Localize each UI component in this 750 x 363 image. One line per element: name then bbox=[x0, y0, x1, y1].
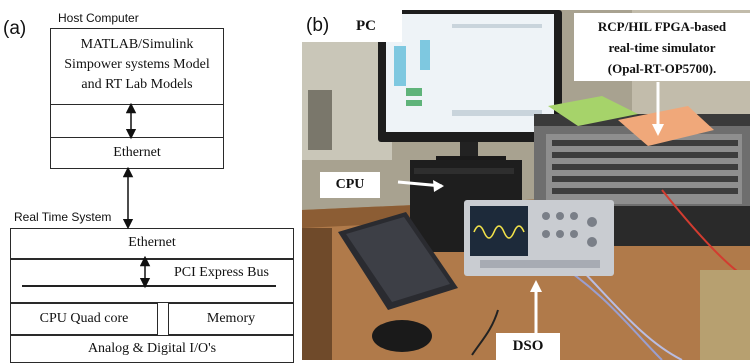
pc-label: PC bbox=[356, 18, 376, 34]
cpu-callout-label: CPU bbox=[335, 177, 365, 192]
oscilloscope-knobs bbox=[542, 212, 597, 247]
oscilloscope-buttons bbox=[480, 260, 600, 268]
diagram-arrows bbox=[122, 102, 151, 289]
mouse-cable bbox=[471, 309, 499, 356]
screen-block-2 bbox=[420, 40, 430, 70]
paper-orange bbox=[618, 106, 714, 146]
host-divider-2 bbox=[50, 137, 224, 139]
rcp-callout: RCP/HIL FPGA-based real-time simulator (… bbox=[574, 13, 750, 81]
dso-arrow-head bbox=[530, 280, 542, 292]
dso-callout-label: DSO bbox=[512, 338, 544, 354]
screen-block-1 bbox=[394, 46, 406, 86]
host-model-line-3: and RT Lab Models bbox=[81, 77, 193, 92]
host-ethernet-label: Ethernet bbox=[113, 145, 161, 160]
screen-line bbox=[452, 24, 542, 28]
memory-box bbox=[168, 303, 294, 335]
oscilloscope-screen bbox=[470, 206, 528, 256]
cpu-arrow-head bbox=[433, 180, 444, 192]
mouse bbox=[372, 320, 432, 352]
paper-green bbox=[548, 96, 638, 126]
rcp-line-2: real-time simulator bbox=[608, 40, 716, 55]
rcp-line-1: RCP/HIL FPGA-based bbox=[597, 19, 727, 34]
panel-a-label: (a) bbox=[3, 18, 27, 39]
oscilloscope-trace bbox=[473, 225, 525, 239]
rt-ethernet-box bbox=[10, 228, 294, 259]
host-model-line-2: Simpower systems Model bbox=[64, 57, 210, 72]
cpu-box bbox=[10, 303, 158, 335]
pci-bus-box bbox=[10, 259, 294, 303]
rcp-line-3: (Opal-RT-OP5700). bbox=[607, 61, 717, 76]
table-leg bbox=[302, 228, 332, 360]
io-label: Analog & Digital I/O's bbox=[87, 341, 217, 356]
pci-bus-label: PCI Express Bus bbox=[174, 265, 269, 280]
cardboard-box bbox=[700, 270, 750, 360]
shelf bbox=[308, 90, 332, 150]
host-model-line-1: MATLAB/Simulink bbox=[80, 37, 194, 52]
rcp-arrow-head bbox=[652, 124, 664, 136]
keyboard-keys bbox=[346, 217, 450, 302]
panel-b-label-box bbox=[302, 10, 402, 42]
screen-block-3 bbox=[406, 88, 422, 96]
screen-toolbar bbox=[452, 110, 542, 116]
cpu-label: CPU Quad core bbox=[39, 311, 129, 326]
host-models-text: MATLAB/Simulink Simpower systems Model a… bbox=[50, 35, 224, 95]
host-computer-box bbox=[50, 28, 224, 169]
screen-block-4 bbox=[406, 100, 422, 106]
host-computer-title: Host Computer bbox=[58, 11, 139, 25]
memory-label: Memory bbox=[206, 311, 256, 326]
real-time-system-title: Real Time System bbox=[14, 210, 112, 224]
monitor-neck bbox=[460, 142, 478, 160]
cpu-slot bbox=[414, 168, 514, 174]
cpu-callout: CPU bbox=[320, 172, 380, 198]
rt-ethernet-label: Ethernet bbox=[128, 235, 176, 250]
host-divider-1 bbox=[50, 104, 224, 106]
dso-callout: DSO bbox=[496, 333, 560, 360]
panel-b-label: (b) bbox=[306, 15, 330, 36]
